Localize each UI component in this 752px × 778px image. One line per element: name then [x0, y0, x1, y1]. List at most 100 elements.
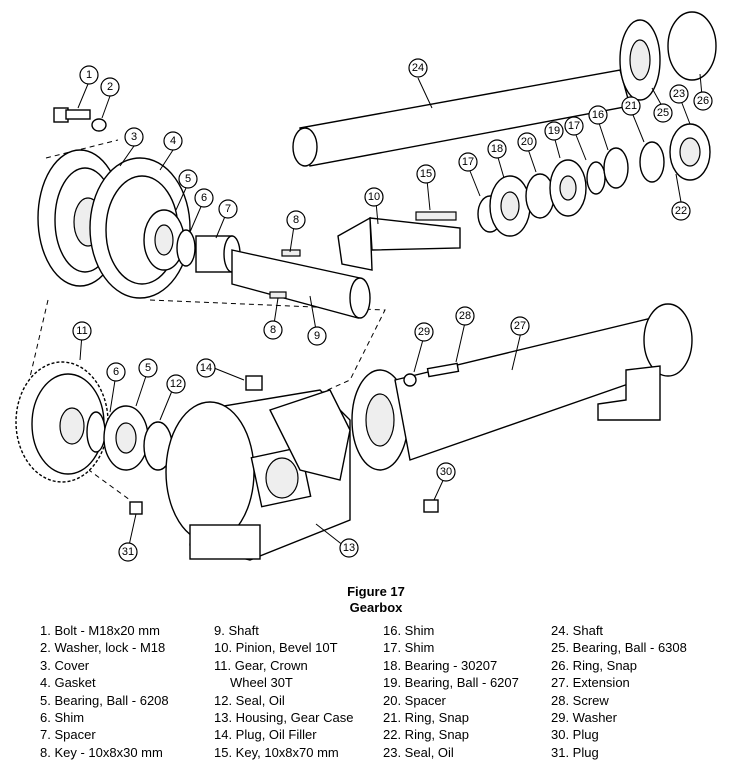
legend-item: 18. Bearing - 30207 [383, 657, 498, 673]
svg-text:8: 8 [270, 324, 276, 336]
svg-text:25: 25 [657, 107, 669, 119]
svg-text:14: 14 [200, 362, 212, 374]
svg-text:12: 12 [170, 378, 182, 390]
svg-text:15: 15 [420, 168, 432, 180]
figure-caption: Figure 17 Gearbox [0, 584, 752, 616]
legend-item: 25. Bearing, Ball - 6308 [551, 640, 687, 656]
legend-item: 22. Ring, Snap [383, 727, 470, 743]
crown-gear-part [15, 361, 109, 483]
callout-7: 7 [218, 199, 238, 219]
legend-item: 14. Plug, Oil Filler [214, 727, 317, 743]
legend-item: 4. Gasket [40, 675, 96, 691]
gearbox-exploded-diagram: 1 2 3 4 5 6 7 8 8 9 10 11 12 13 14 15 16… [15, 11, 717, 562]
svg-text:8: 8 [293, 214, 299, 226]
svg-text:6: 6 [113, 366, 119, 378]
extension-part [351, 303, 693, 471]
shaft-part [231, 249, 371, 319]
callout-14: 14 [196, 358, 216, 378]
svg-text:23: 23 [673, 88, 685, 100]
callout-24: 24 [408, 58, 428, 78]
callout-2: 2 [100, 77, 120, 97]
svg-text:21: 21 [625, 100, 637, 112]
svg-text:9: 9 [314, 330, 320, 342]
callout-8b: 8 [263, 320, 283, 340]
svg-text:27: 27 [514, 320, 526, 332]
callout-13: 13 [339, 538, 359, 558]
legend-item: 27. Extension [551, 675, 630, 691]
legend-column-1: 1. Bolt - M18x20 mm 2. Washer, lock - M1… [40, 622, 169, 761]
svg-text:13: 13 [343, 542, 355, 554]
callout-22: 22 [671, 201, 691, 221]
svg-text:22: 22 [675, 205, 687, 217]
callout-1: 1 [79, 65, 99, 85]
legend-item: 26. Ring, Snap [551, 657, 638, 673]
svg-text:3: 3 [131, 131, 137, 143]
callout-19: 19 [544, 121, 564, 141]
figure-title: Figure 17 [347, 584, 405, 599]
legend-item: 5. Bearing, Ball - 6208 [40, 692, 169, 708]
callout-27: 27 [510, 316, 530, 336]
svg-text:5: 5 [145, 362, 151, 374]
svg-text:2: 2 [107, 81, 113, 93]
callout-17b: 17 [458, 152, 478, 172]
svg-text:28: 28 [459, 310, 471, 322]
svg-text:7: 7 [225, 203, 231, 215]
legend-item: 7. Spacer [40, 727, 96, 743]
svg-text:10: 10 [368, 191, 380, 203]
callout-9: 9 [307, 326, 327, 346]
callout-28: 28 [455, 306, 475, 326]
svg-text:26: 26 [697, 95, 709, 107]
bolt-part [53, 107, 91, 123]
legend-item: 11. Gear, Crown [214, 657, 308, 673]
legend-item: 16. Shim [383, 623, 435, 638]
svg-text:20: 20 [521, 136, 533, 148]
svg-text:29: 29 [418, 326, 430, 338]
legend-column-3: 16. Shim 17. Shim 18. Bearing - 30207 19… [383, 622, 519, 761]
svg-text:24: 24 [412, 62, 424, 74]
svg-text:18: 18 [491, 143, 503, 155]
svg-text:31: 31 [122, 546, 134, 558]
callout-30: 30 [436, 462, 456, 482]
svg-text:6: 6 [201, 192, 207, 204]
shaft-24-part [292, 69, 631, 167]
legend-item: 13. Housing, Gear Case [214, 710, 354, 726]
svg-text:11: 11 [76, 325, 87, 337]
bearing-stack-part [477, 123, 711, 237]
callout-31: 31 [118, 542, 138, 562]
legend-item: 12. Seal, Oil [214, 692, 285, 708]
callout-12: 12 [166, 374, 186, 394]
callout-10: 10 [364, 187, 384, 207]
callout-6b: 6 [106, 362, 126, 382]
callout-25: 25 [653, 103, 673, 123]
legend-item: 20. Spacer [383, 692, 446, 708]
legend-item: 8. Key - 10x8x30 mm [40, 744, 163, 760]
svg-text:4: 4 [170, 135, 176, 147]
legend-item: Wheel 30T [230, 675, 293, 691]
legend-item: 21. Ring, Snap [383, 710, 470, 726]
legend-item: 6. Shim [40, 710, 85, 726]
callout-4: 4 [163, 131, 183, 151]
callout-11: 11 [72, 321, 92, 341]
svg-text:17: 17 [462, 156, 474, 168]
callout-8a: 8 [286, 210, 306, 230]
legend-item: 28. Screw [551, 692, 609, 708]
legend-item: 2. Washer, lock - M18 [40, 640, 166, 656]
washer-29-part [403, 373, 417, 387]
callout-5: 5 [178, 169, 198, 189]
callout-5b: 5 [138, 358, 158, 378]
legend-item: 15. Key, 10x8x70 mm [214, 744, 339, 760]
legend-item: 1. Bolt - M18x20 mm [40, 623, 160, 638]
legend-item: 23. Seal, Oil [383, 744, 454, 760]
callout-18: 18 [487, 139, 507, 159]
plug-30-part [423, 499, 439, 513]
legend-item: 19. Bearing, Ball - 6207 [383, 675, 519, 691]
pinion-part [337, 211, 461, 271]
svg-text:1: 1 [86, 69, 92, 81]
legend-item: 10. Pinion, Bevel 10T [214, 640, 338, 656]
callout-15: 15 [416, 164, 436, 184]
washer-part [91, 118, 107, 132]
callout-29: 29 [414, 322, 434, 342]
callout-17a: 17 [564, 116, 584, 136]
plug-14-part [245, 375, 263, 391]
plug-31-part [129, 501, 143, 515]
